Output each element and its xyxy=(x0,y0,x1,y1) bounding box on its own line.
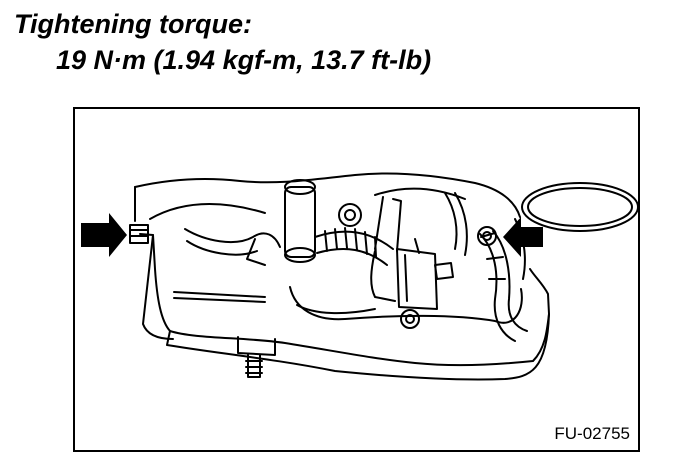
figure-code: FU-02755 xyxy=(554,424,630,443)
left-arrow-icon xyxy=(81,213,127,257)
torque-spec-value: 19 N·m (1.94 kgf-m, 13.7 ft-lb) xyxy=(56,45,432,75)
figure-frame: FU-02755 xyxy=(73,107,640,452)
intake-manifold-illustration xyxy=(81,172,638,381)
right-arrow-icon xyxy=(503,217,543,257)
torque-spec-title: Tightening torque: xyxy=(14,9,252,39)
